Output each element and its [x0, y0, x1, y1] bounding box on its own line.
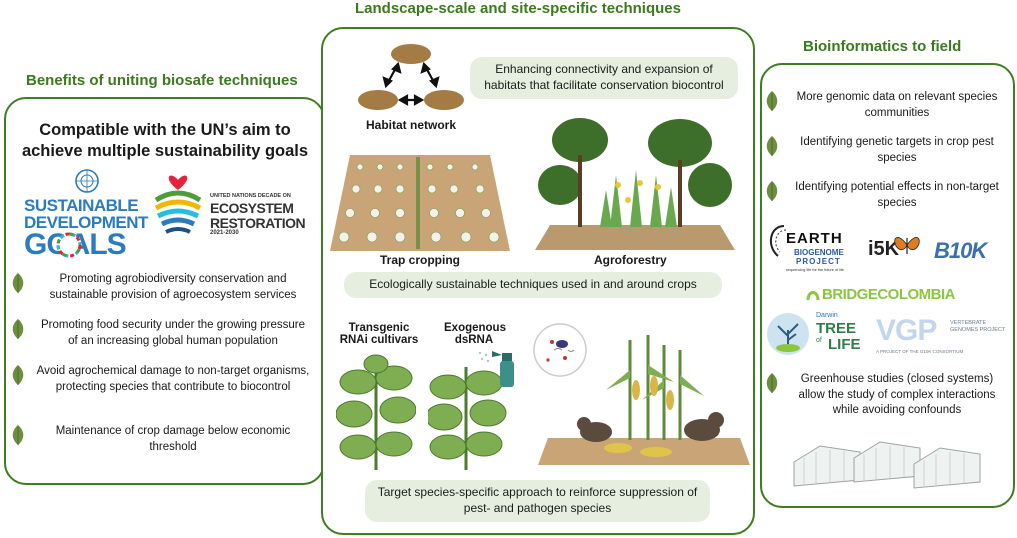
tree-text: TREE	[816, 320, 857, 337]
vgp-logo: VGP VERTEBRATE GENOMES PROJECT A PROJECT…	[876, 314, 1010, 358]
maize-pest-illustration	[533, 323, 750, 465]
heading-left: Benefits of uniting biosafe techniques	[26, 72, 298, 89]
dsrna-label: Exogenous dsRNA	[444, 322, 506, 346]
butterfly-icon	[894, 237, 920, 254]
habitat-patch	[391, 44, 431, 64]
sdg-wheel-icon	[56, 232, 82, 258]
left-bullet-1: Promoting agrobiodiversity conservation …	[10, 272, 310, 303]
left-bullet-4: Maintenance of crop damage below economi…	[10, 424, 310, 455]
right-bullet-text: More genomic data on relevant species co…	[796, 91, 998, 119]
right-bullet-2: Identifying genetic targets in crop pest…	[764, 135, 1004, 166]
leaf-icon	[12, 273, 24, 293]
heading-right: Bioinformatics to field	[803, 38, 962, 55]
vgp-side-text: VERTEBRATE GENOMES PROJECT	[950, 320, 1006, 333]
restoration-emblem-icon	[154, 175, 202, 234]
un-emblem-icon	[75, 169, 99, 193]
earth-line3: PROJECT	[796, 257, 841, 266]
heading-middle: Landscape-scale and site-specific techni…	[355, 0, 681, 17]
pill-connectivity: Enhancing connectivity and expansion of …	[470, 57, 738, 99]
pill-target-species: Target species-specific approach to rein…	[365, 480, 710, 522]
pill-ecological: Ecologically sustainable techniques used…	[344, 272, 722, 298]
bridge-colombia-logo: BRIDGECOLOMBIA	[806, 284, 966, 306]
sdg-line2: DEVELOPMENT	[24, 213, 148, 232]
leaf-icon	[766, 373, 778, 393]
right-bullet-text: Greenhouse studies (closed systems) allo…	[798, 373, 996, 417]
of-text: of	[816, 337, 822, 344]
right-bullet-3: Identifying potential effects in non-tar…	[764, 180, 1004, 211]
b10k-logo: B10K	[934, 238, 987, 263]
leaf-icon	[12, 319, 24, 339]
earth-line1: EARTH	[786, 230, 843, 247]
earth-biogenome-emblem-icon	[769, 225, 787, 257]
right-bullet-4: Greenhouse studies (closed systems) allo…	[764, 372, 1004, 419]
left-bullet-text: Maintenance of crop damage below economi…	[55, 425, 291, 453]
vgp-subtitle: A PROJECT OF THE G10K CONSORTIUM	[876, 349, 964, 354]
right-bullet-1: More genomic data on relevant species co…	[764, 90, 1004, 121]
restoration-line3: RESTORATION	[210, 215, 306, 231]
dsrna-plant-illustration	[428, 351, 514, 470]
spray-bottle-icon	[492, 351, 514, 387]
left-bullet-text: Promoting food security under the growin…	[40, 319, 305, 347]
habitat-network-diagram	[358, 44, 464, 110]
greenhouse-3	[913, 447, 981, 489]
darwin-tree-of-life-logo: Darwin TREE of LIFE	[766, 312, 872, 358]
earth-line2: BIOGENOME	[794, 248, 844, 257]
habitat-patch	[358, 90, 398, 110]
trap-cropping-illustration	[330, 155, 510, 251]
sdg-logo: SUSTAINABLE DEVELOPMENT GOALS	[22, 168, 152, 261]
rnai-label: Transgenic RNAi cultivars	[339, 322, 419, 346]
restoration-line1: UNITED NATIONS DECADE ON	[210, 193, 291, 199]
leaf-icon	[766, 181, 778, 201]
rnai-plant-illustration	[336, 354, 416, 470]
benefits-panel	[4, 97, 325, 485]
i5k-text: i5K	[868, 238, 900, 260]
trap-cropping-label: Trap cropping	[380, 253, 461, 267]
greenhouse-2	[853, 441, 921, 483]
agroforestry-illustration	[535, 118, 735, 250]
right-bullet-text: Identifying potential effects in non-tar…	[795, 181, 999, 209]
vgp-text: VGP	[876, 314, 937, 347]
bridge-icon	[806, 291, 820, 301]
left-bullet-3: Avoid agrochemical damage to non-target …	[10, 364, 310, 395]
tree-of-life-emblem-icon	[767, 313, 809, 355]
leaf-icon	[766, 91, 778, 111]
earth-tagline: sequencing life for the future of life	[786, 268, 845, 272]
habitat-network-label: Habitat network	[366, 118, 457, 132]
right-bullet-text: Identifying genetic targets in crop pest…	[800, 136, 994, 164]
greenhouse-1	[793, 445, 861, 487]
left-bullet-text: Avoid agrochemical damage to non-target …	[36, 365, 310, 393]
leaf-icon	[12, 365, 24, 385]
leaf-icon	[12, 425, 24, 445]
i5k-logo: i5K	[868, 228, 924, 272]
sdg-line1: SUSTAINABLE	[24, 196, 139, 215]
restoration-line2: ECOSYSTEM	[210, 200, 294, 216]
agroforestry-label: Agroforestry	[594, 253, 667, 267]
earth-biogenome-logo: EARTH BIOGENOME PROJECT sequencing life …	[764, 222, 864, 274]
left-bullet-text: Promoting agrobiodiversity conservation …	[49, 273, 297, 301]
left-bullet-2: Promoting food security under the growin…	[10, 318, 310, 349]
greenhouse-illustration	[793, 441, 981, 489]
restoration-logo: UNITED NATIONS DECADE ON ECOSYSTEM RESTO…	[150, 160, 320, 245]
bioinformatics-panel	[760, 63, 1015, 508]
left-title: Compatible with the UN’s aim to achieve …	[21, 121, 309, 161]
leaf-icon	[766, 136, 778, 156]
darwin-text: Darwin	[816, 312, 838, 319]
life-text: LIFE	[828, 336, 861, 353]
bridge-text: BRIDGECOLOMBIA	[822, 286, 956, 303]
habitat-patch	[424, 90, 464, 110]
pathogen-zoom-circle	[533, 323, 587, 377]
restoration-line4: 2021-2030	[210, 230, 239, 236]
